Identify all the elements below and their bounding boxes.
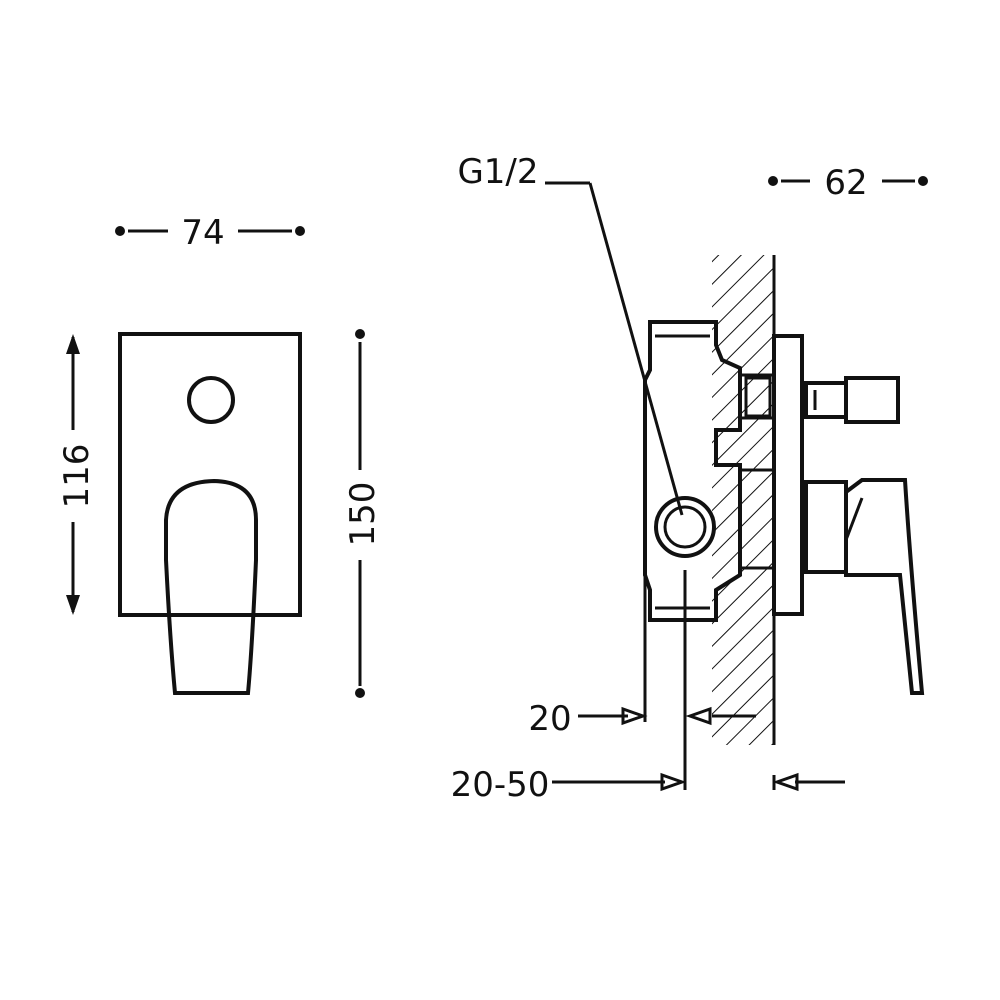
diverter-knob [187, 376, 235, 424]
depth-dimension: 62 [768, 163, 928, 203]
min-depth-label: 20 [528, 699, 571, 739]
total-height-dimension: 150 [343, 329, 383, 698]
thread-callout: G1/2 [457, 152, 684, 516]
lever-handle [164, 478, 258, 695]
width-dimension: 74 [115, 213, 305, 253]
g12-inlet [654, 496, 716, 558]
front-view: 74 116 150 [57, 213, 383, 698]
valve-body [643, 320, 742, 622]
diverter-knob-side [804, 376, 900, 424]
plate-height-label: 116 [57, 444, 97, 509]
range-label: 20-50 [451, 765, 550, 805]
lever-handle-side [804, 478, 925, 695]
wall-plate [118, 332, 302, 617]
min-depth-dimension: 20 [528, 699, 756, 739]
wall-section [712, 255, 776, 745]
range-dimension: 20-50 [451, 765, 845, 805]
side-view: 62 [451, 152, 928, 805]
plate-height-dimension: 116 [57, 334, 97, 615]
depth-label: 62 [824, 163, 867, 203]
wall-plate-side [772, 334, 804, 616]
thread-label: G1/2 [457, 152, 538, 192]
width-label: 74 [181, 213, 224, 253]
total-height-label: 150 [343, 482, 383, 547]
